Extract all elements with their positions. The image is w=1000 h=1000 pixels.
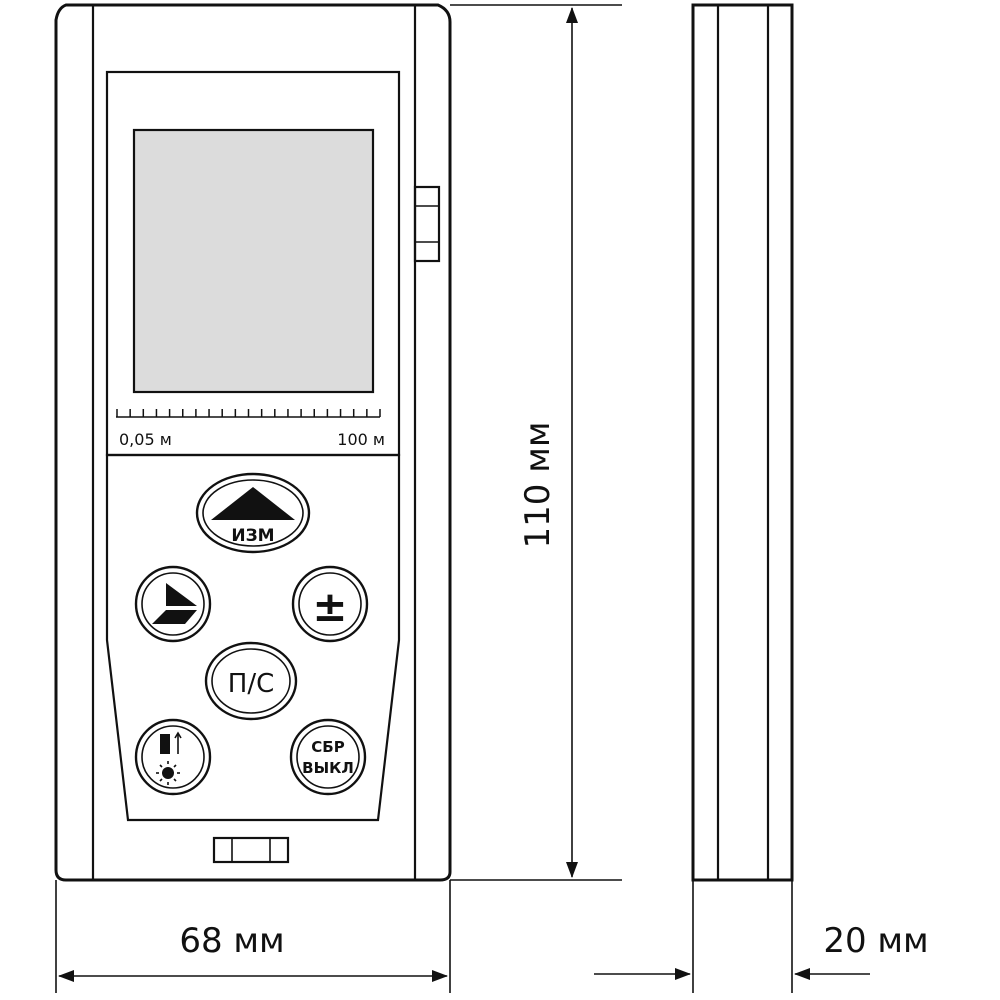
reference-button[interactable] [134, 565, 212, 643]
off-label: ВЫКЛ [302, 759, 354, 777]
scale-min-label: 0,05 м [119, 430, 172, 449]
ps-button-label: П/С [228, 669, 274, 699]
keypad-panel [105, 453, 401, 822]
bubble-level [212, 836, 290, 864]
ps-button[interactable]: П/С [204, 641, 298, 721]
plus-minus-label: ± [312, 582, 347, 631]
measure-button[interactable]: ИЗМ [195, 472, 311, 554]
height-label: 110 мм [518, 421, 558, 548]
reset-off-button[interactable]: СБР ВЫКЛ [289, 718, 367, 796]
front-view: 0,05 м 100 м [54, 3, 452, 882]
scale-max-label: 100 м [337, 430, 385, 449]
lcd-screen [132, 128, 375, 394]
height-dimension: 110 мм [450, 4, 622, 881]
width-label: 68 мм [179, 921, 284, 961]
depth-dimension: 20 мм [594, 852, 929, 993]
plus-minus-button[interactable]: ± [291, 565, 369, 643]
side-outline [691, 3, 794, 882]
width-dimension: 68 мм [55, 880, 451, 993]
backlight-icon [156, 731, 182, 785]
device-outline [54, 3, 452, 882]
measure-button-label: ИЗМ [231, 526, 274, 546]
depth-label: 20 мм [823, 921, 928, 961]
range-scale: 0,05 м 100 м [116, 409, 385, 449]
light-button[interactable] [134, 718, 212, 796]
reference-point-icon [152, 583, 197, 624]
triangle-up-icon [211, 487, 295, 520]
reset-label: СБР [311, 738, 344, 756]
side-button[interactable] [413, 185, 441, 263]
side-view [691, 3, 794, 882]
